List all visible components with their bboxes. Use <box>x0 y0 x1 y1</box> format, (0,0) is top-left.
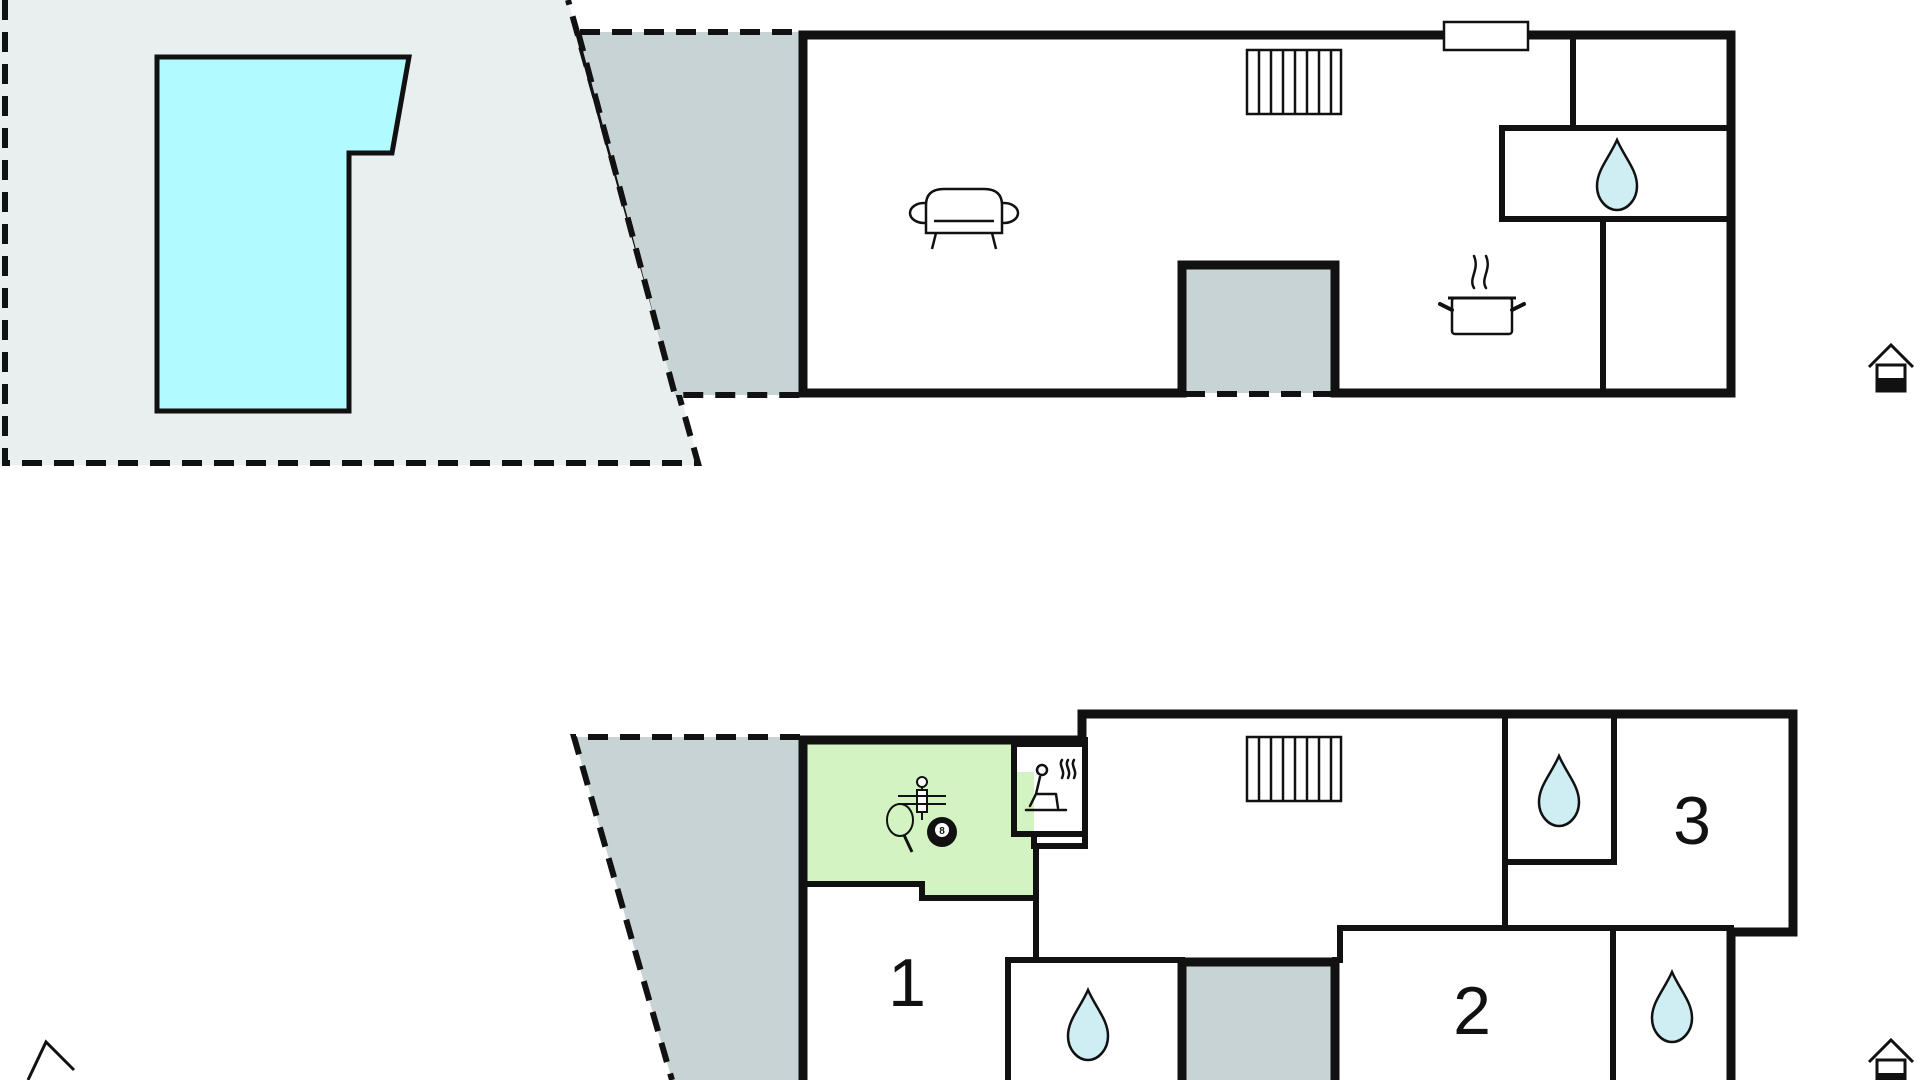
garden-boundary <box>2 0 702 466</box>
terrace <box>578 32 803 395</box>
table-tennis-icon <box>886 803 914 853</box>
window-icon <box>1442 20 1530 52</box>
room-number-1: 1 <box>888 945 926 1021</box>
games-room <box>805 742 1035 898</box>
upper-floor-plan <box>0 0 1915 466</box>
entrance-icon <box>1867 343 1915 393</box>
billiard-ball-icon: 8 <box>927 817 957 847</box>
swimming-pool <box>154 54 412 414</box>
sauna-icon <box>1024 758 1077 812</box>
room-number-2: 2 <box>1453 973 1491 1049</box>
radiator-icon <box>1245 735 1343 803</box>
entrance-icon <box>1867 1038 1915 1080</box>
radiator-icon <box>1245 48 1343 116</box>
sofa-icon <box>908 187 1020 250</box>
cooking-pot-icon <box>1438 254 1526 336</box>
compass-icon <box>26 1039 76 1080</box>
table-football-icon <box>898 776 946 820</box>
recess-wall <box>1177 260 1340 398</box>
entry-recess-lower <box>1182 962 1335 1080</box>
room-number-3: 3 <box>1673 783 1711 859</box>
outer-wall-lower <box>798 709 1798 1080</box>
outer-wall <box>798 30 1736 398</box>
billiard-ball-label: 8 <box>939 826 945 837</box>
entry-recess <box>1182 265 1335 393</box>
lower-floor-plan: 8 1 2 3 <box>26 709 1915 1080</box>
terrace-boundary <box>575 31 800 398</box>
terrace-lower <box>574 737 800 1080</box>
terrace-lower-boundary <box>570 734 800 1080</box>
